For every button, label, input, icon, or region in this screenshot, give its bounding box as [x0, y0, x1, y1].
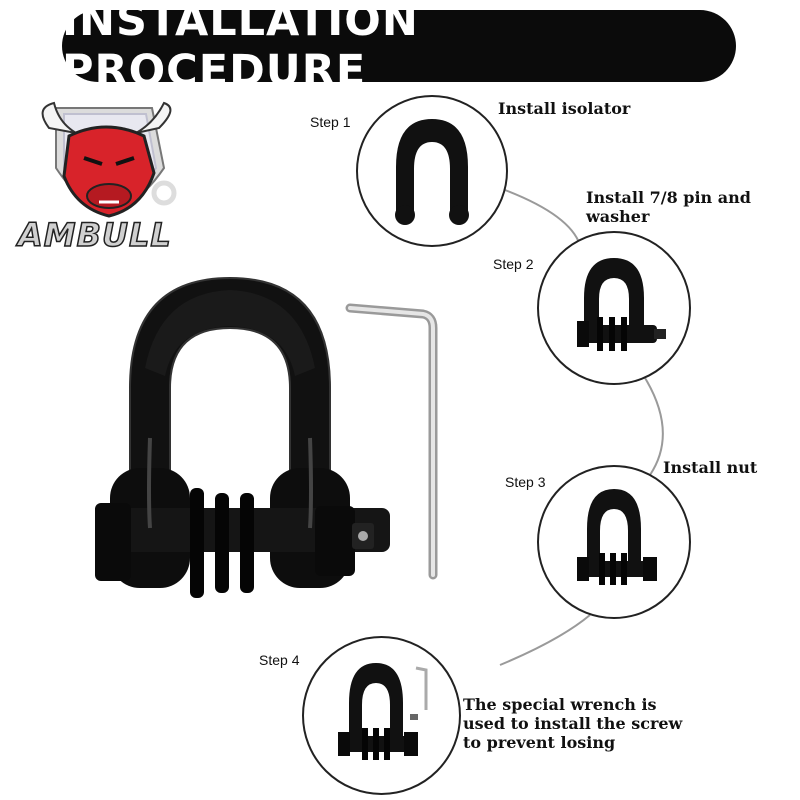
isolator-icon	[395, 119, 469, 225]
step-1-circle	[356, 95, 508, 247]
title-banner: INSTALLATION PROCEDURE	[62, 0, 736, 96]
shackle-with-nut-icon	[577, 489, 657, 585]
step-3-circle	[537, 465, 691, 619]
step-2-label: Step 2	[493, 256, 534, 272]
hex-wrench-icon	[345, 303, 438, 580]
bull-head-icon	[41, 101, 177, 218]
ambull-logo: AMBULL	[14, 98, 204, 258]
page-title: INSTALLATION PROCEDURE	[62, 0, 419, 96]
shackle-with-wrench-icon	[338, 663, 428, 760]
step-4-title-line2: used to install the screw	[463, 714, 683, 733]
step-4-title-line1: The special wrench is	[463, 695, 657, 714]
step-4-circle	[302, 636, 461, 795]
step-3-label: Step 3	[505, 474, 546, 490]
step-2-title-line1: Install 7/8 pin and	[586, 188, 751, 207]
step-2-circle	[537, 231, 691, 385]
step-4-title-line3: to prevent losing	[463, 733, 616, 752]
shackle-product-image	[95, 276, 390, 598]
brand-wordmark: AMBULL	[17, 215, 172, 255]
step-4-label: Step 4	[259, 652, 300, 668]
step-1-label: Step 1	[310, 114, 351, 130]
shackle-with-pin-icon	[577, 258, 666, 351]
step-3-title: Install nut	[663, 458, 758, 477]
step-1-title: Install isolator	[498, 99, 631, 118]
step-2-title-line2: washer	[586, 207, 650, 226]
